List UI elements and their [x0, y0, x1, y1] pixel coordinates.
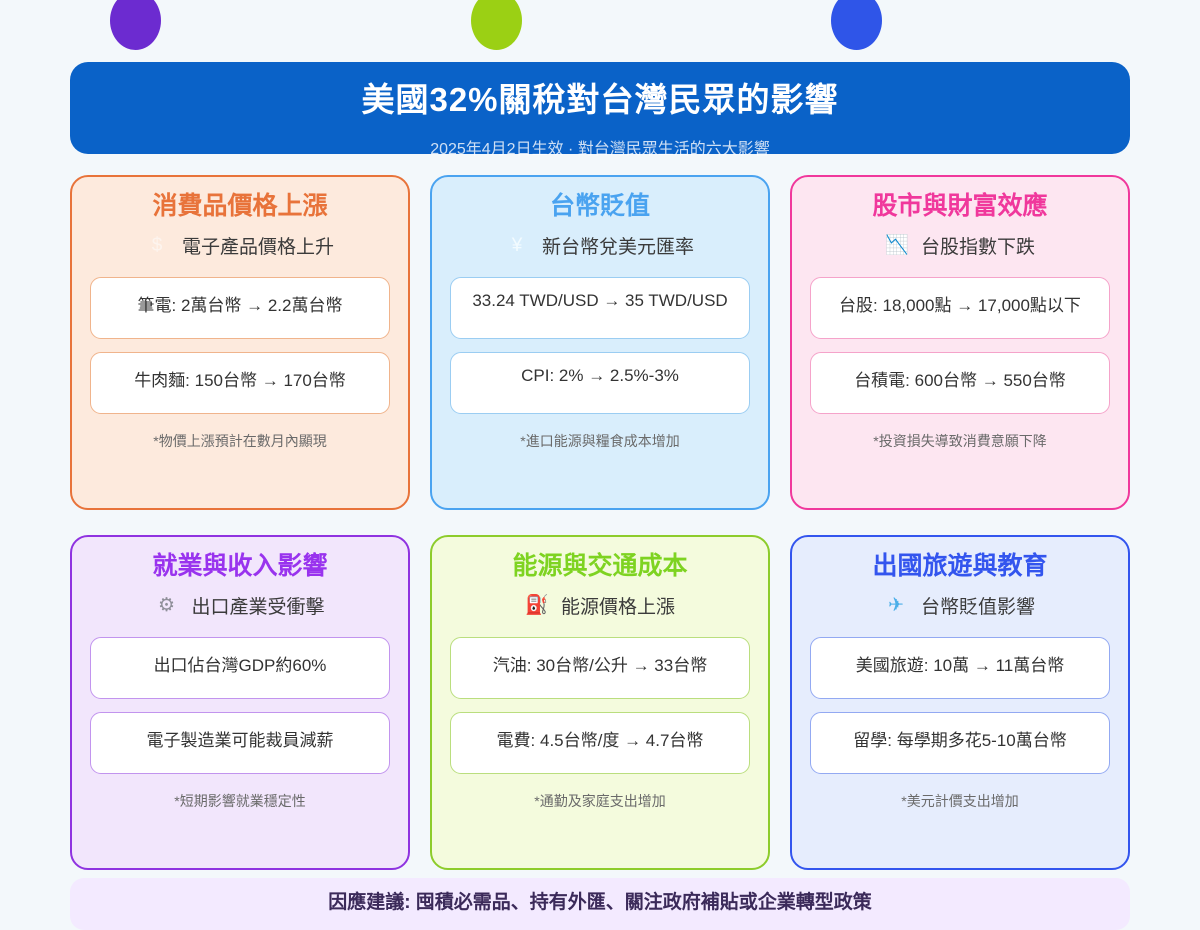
card-subtitle: 新台幣兌美元匯率: [541, 237, 694, 259]
impact-card-currency-depreciation: 台幣貶值 ¥ 新台幣兌美元匯率 33.24 TWD/USD → 35 TWD/U…: [430, 175, 770, 510]
card-subtitle: 電子產品價格上升: [181, 237, 334, 259]
stat-box: 牛肉麵: 150台幣 → 170台幣: [90, 352, 390, 415]
stat-text: 美國旅遊: 10萬 → 11萬台幣: [855, 656, 1065, 676]
stat-box: 電費: 4.5台幣/度 → 4.7台幣: [450, 712, 750, 775]
blue-circle: [831, 0, 882, 50]
card-note: *投資損失導致消費意願下降: [873, 433, 1047, 450]
card-subtitle-row: $ 電子產品價格上升: [90, 232, 390, 259]
card-note: *物價上漲預計在數月內顯現: [153, 433, 327, 450]
impact-card-stock-market: 股市與財富效應 📉 台股指數下跌 台股: 18,000點 → 17,000點以下…: [790, 175, 1130, 510]
card-note: *美元計價支出增加: [901, 793, 1019, 810]
recommendation-footer: 因應建議: 囤積必需品、持有外匯、關注政府補貼或企業轉型政策: [70, 878, 1130, 930]
stat-text: 筆電: 2萬台幣 → 2.2萬台幣: [137, 296, 343, 316]
stat-text: 電費: 4.5台幣/度 → 4.7台幣: [496, 731, 704, 751]
header-banner: 美國32%關稅對台灣民眾的影響 2025年4月2日生效 · 對台灣民眾生活的六大…: [70, 62, 1130, 158]
recommendation-text: 因應建議: 囤積必需品、持有外匯、關注政府補貼或企業轉型政策: [328, 892, 872, 913]
dollar-icon: $: [151, 235, 163, 257]
impact-card-consumer-prices: 消費品價格上漲 $ 電子產品價格上升 筆電: 2萬台幣 → 2.2萬台幣 牛肉麵…: [70, 175, 410, 510]
card-subtitle-row: ⛽ 能源價格上漲: [450, 592, 750, 619]
stat-text: 台積電: 600台幣 → 550台幣: [854, 371, 1066, 391]
impact-card-travel-education: 出國旅遊與教育 ✈ 台幣貶值影響 美國旅遊: 10萬 → 11萬台幣 留學: 每…: [790, 535, 1130, 870]
stat-text: 電子製造業可能裁員減薪: [146, 731, 334, 751]
stat-box: 留學: 每學期多花5-10萬台幣: [810, 712, 1110, 775]
stat-box: 美國旅遊: 10萬 → 11萬台幣: [810, 637, 1110, 700]
stat-box: 33.24 TWD/USD → 35 TWD/USD: [450, 277, 750, 340]
card-title: 股市與財富效應: [872, 192, 1048, 220]
stat-text: 留學: 每學期多花5-10萬台幣: [853, 731, 1067, 751]
card-title: 出國旅遊與教育: [872, 552, 1048, 580]
card-subtitle: 出口產業受衝擊: [191, 597, 325, 619]
card-subtitle: 台幣貶值影響: [920, 597, 1035, 619]
stat-box: 出口佔台灣GDP約60%: [90, 637, 390, 700]
stat-text: 33.24 TWD/USD → 35 TWD/USD: [472, 291, 728, 311]
impact-card-grid: 消費品價格上漲 $ 電子產品價格上升 筆電: 2萬台幣 → 2.2萬台幣 牛肉麵…: [70, 175, 1130, 870]
card-note: *進口能源與糧食成本增加: [520, 433, 680, 450]
stat-text: 牛肉麵: 150台幣 → 170台幣: [134, 371, 346, 391]
stat-text: 汽油: 30台幣/公升 → 33台幣: [492, 656, 708, 676]
impact-card-employment-income: 就業與收入影響 ⚙ 出口產業受衝擊 出口佔台灣GDP約60% 電子製造業可能裁員…: [70, 535, 410, 870]
card-title: 就業與收入影響: [152, 552, 328, 580]
card-subtitle: 台股指數下跌: [920, 237, 1035, 259]
stat-box: 台股: 18,000點 → 17,000點以下: [810, 277, 1110, 340]
fuel-pump-icon: ⛽: [524, 595, 549, 617]
card-note: *短期影響就業穩定性: [174, 793, 306, 810]
factory-gear-icon: ⚙: [157, 595, 175, 617]
stat-box: 汽油: 30台幣/公升 → 33台幣: [450, 637, 750, 700]
stat-box: 筆電: 2萬台幣 → 2.2萬台幣: [90, 277, 390, 340]
card-title: 能源與交通成本: [512, 552, 688, 580]
card-subtitle-row: ⚙ 出口產業受衝擊: [90, 592, 390, 619]
stat-box: 台積電: 600台幣 → 550台幣: [810, 352, 1110, 415]
green-circle: [471, 0, 522, 50]
card-subtitle: 能源價格上漲: [560, 597, 675, 619]
stat-text: 台股: 18,000點 → 17,000點以下: [839, 296, 1081, 316]
stat-box: CPI: 2% → 2.5%-3%: [450, 352, 750, 415]
card-subtitle-row: 📉 台股指數下跌: [810, 232, 1110, 259]
impact-card-energy-transport: 能源與交通成本 ⛽ 能源價格上漲 汽油: 30台幣/公升 → 33台幣 電費: …: [430, 535, 770, 870]
airplane-icon: ✈: [888, 595, 904, 617]
chart-decline-icon: 📉: [884, 235, 909, 257]
stat-box: 電子製造業可能裁員減薪: [90, 712, 390, 775]
purple-circle: [110, 0, 161, 50]
stat-text: CPI: 2% → 2.5%-3%: [521, 366, 679, 386]
page-subtitle: 2025年4月2日生效 · 對台灣民眾生活的六大影響: [430, 141, 770, 159]
card-title: 消費品價格上漲: [152, 192, 328, 220]
card-title: 台幣貶值: [549, 192, 650, 220]
card-subtitle-row: ¥ 新台幣兌美元匯率: [450, 232, 750, 259]
yen-currency-icon: ¥: [511, 235, 523, 257]
page-title: 美國32%關稅對台灣民眾的影響: [361, 81, 839, 118]
decorative-circles: [0, 0, 1200, 60]
card-subtitle-row: ✈ 台幣貶值影響: [810, 592, 1110, 619]
card-note: *通勤及家庭支出增加: [534, 793, 666, 810]
stat-text: 出口佔台灣GDP約60%: [153, 656, 327, 676]
